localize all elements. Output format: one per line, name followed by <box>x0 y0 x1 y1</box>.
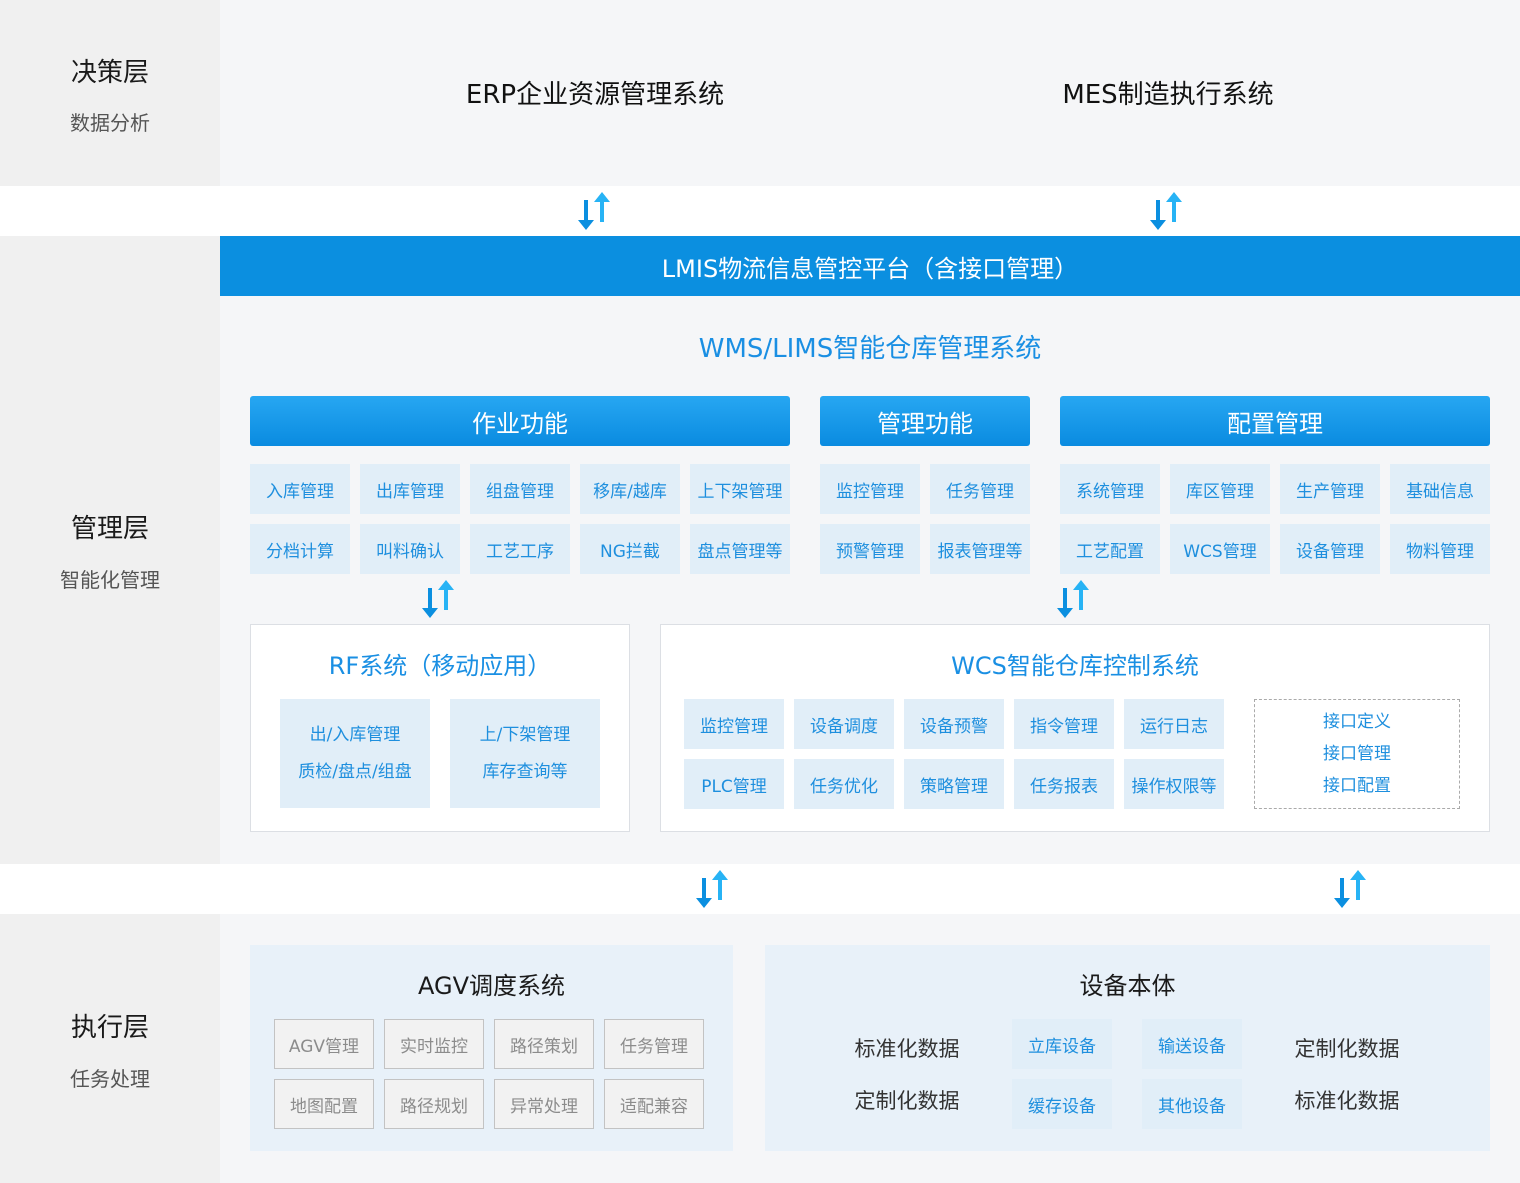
wcs-cell-permissions: 操作权限等 <box>1124 759 1224 809</box>
cfg-cell-wcs: WCS管理 <box>1170 524 1270 574</box>
rf-box-inbound-outbound: 出/入库管理 质检/盘点/组盘 <box>280 699 430 808</box>
equipment-buffer: 缓存设备 <box>1012 1079 1112 1129</box>
execution-layer-band <box>0 914 220 1183</box>
bidirectional-arrows-icon <box>1330 868 1374 910</box>
interface-management: 接口管理 <box>1323 744 1391 764</box>
wcs-cell-commands: 指令管理 <box>1014 699 1114 749</box>
decision-layer-name: 决策层 <box>70 57 149 88</box>
wcs-cell-task-report: 任务报表 <box>1014 759 1114 809</box>
equipment-left-custom: 定制化数据 <box>854 1089 960 1113</box>
equipment-title: 设备本体 <box>1079 971 1176 1000</box>
wcs-cell-strategy: 策略管理 <box>904 759 1004 809</box>
decision-layer-sub: 数据分析 <box>70 110 150 135</box>
rf-box1-line2: 质检/盘点/组盘 <box>298 761 412 782</box>
equipment-stacker: 立库设备 <box>1012 1019 1112 1069</box>
cfg-cell-process-config: 工艺配置 <box>1060 524 1160 574</box>
agv-cell-compat: 适配兼容 <box>604 1079 704 1129</box>
management-functions-header: 管理功能 <box>820 396 1030 446</box>
interface-configuration: 接口配置 <box>1323 776 1391 796</box>
op-cell-call-confirm: 叫料确认 <box>360 524 460 574</box>
bidirectional-arrows-icon <box>574 190 618 232</box>
bidirectional-arrows-icon <box>418 578 462 620</box>
cfg-cell-production: 生产管理 <box>1280 464 1380 514</box>
op-cell-shelving: 上下架管理 <box>690 464 790 514</box>
agv-cell-map: 地图配置 <box>274 1079 374 1129</box>
op-cell-outbound: 出库管理 <box>360 464 460 514</box>
lmis-platform-bar: LMIS物流信息管控平台（含接口管理） <box>220 236 1520 296</box>
cfg-cell-system: 系统管理 <box>1060 464 1160 514</box>
wcs-cell-alerts: 设备预警 <box>904 699 1004 749</box>
execution-layer-name: 执行层 <box>70 1012 149 1043</box>
op-cell-palletizing: 组盘管理 <box>470 464 570 514</box>
op-cell-transfer: 移库/越库 <box>580 464 680 514</box>
wcs-system-title: WCS智能仓库控制系统 <box>951 651 1199 680</box>
decision-main-band <box>220 0 1520 186</box>
wcs-interface-box: 接口定义 接口管理 接口配置 <box>1254 699 1460 809</box>
wcs-cell-monitoring: 监控管理 <box>684 699 784 749</box>
wms-system-title: WMS/LIMS智能仓库管理系统 <box>698 333 1042 364</box>
decision-layer-band <box>0 0 220 186</box>
management-layer-name: 管理层 <box>70 513 149 544</box>
cfg-cell-basic-info: 基础信息 <box>1390 464 1490 514</box>
mgmt-cell-alerts: 预警管理 <box>820 524 920 574</box>
equipment-other: 其他设备 <box>1142 1079 1242 1129</box>
management-layer-sub: 智能化管理 <box>60 567 160 592</box>
bidirectional-arrows-icon <box>1053 578 1097 620</box>
erp-system-title: ERP企业资源管理系统 <box>465 79 725 110</box>
wcs-cell-logs: 运行日志 <box>1124 699 1224 749</box>
agv-cell-route: 路径规划 <box>384 1079 484 1129</box>
configuration-management-header: 配置管理 <box>1060 396 1490 446</box>
op-cell-inventory: 盘点管理等 <box>690 524 790 574</box>
mes-system-title: MES制造执行系统 <box>1062 79 1274 110</box>
rf-box2-line2: 库存查询等 <box>482 761 568 782</box>
rf-system-title: RF系统（移动应用） <box>328 651 552 680</box>
op-cell-grading: 分档计算 <box>250 524 350 574</box>
mgmt-cell-tasks: 任务管理 <box>930 464 1030 514</box>
mgmt-cell-reports: 报表管理等 <box>930 524 1030 574</box>
wcs-cell-plc: PLC管理 <box>684 759 784 809</box>
rf-box1-line1: 出/入库管理 <box>309 724 401 745</box>
equipment-left-standard: 标准化数据 <box>854 1037 960 1061</box>
mgmt-cell-monitoring: 监控管理 <box>820 464 920 514</box>
rf-box-shelving-query: 上/下架管理 库存查询等 <box>450 699 600 808</box>
equipment-right-standard: 标准化数据 <box>1294 1089 1400 1113</box>
op-cell-ng-intercept: NG拦截 <box>580 524 680 574</box>
management-layer-band <box>0 236 220 864</box>
agv-cell-path-plan: 路径策划 <box>494 1019 594 1069</box>
agv-cell-realtime: 实时监控 <box>384 1019 484 1069</box>
cfg-cell-material: 物料管理 <box>1390 524 1490 574</box>
agv-cell-tasks: 任务管理 <box>604 1019 704 1069</box>
op-cell-process: 工艺工序 <box>470 524 570 574</box>
agv-cell-management: AGV管理 <box>274 1019 374 1069</box>
wcs-cell-optimization: 任务优化 <box>794 759 894 809</box>
wcs-cell-dispatch: 设备调度 <box>794 699 894 749</box>
interface-definition: 接口定义 <box>1323 712 1391 732</box>
operation-functions-header: 作业功能 <box>250 396 790 446</box>
execution-layer-sub: 任务处理 <box>70 1066 150 1091</box>
equipment-panel <box>765 945 1490 1151</box>
bidirectional-arrows-icon <box>1146 190 1190 232</box>
agv-cell-exception: 异常处理 <box>494 1079 594 1129</box>
bidirectional-arrows-icon <box>692 868 736 910</box>
op-cell-inbound: 入库管理 <box>250 464 350 514</box>
agv-system-title: AGV调度系统 <box>417 971 565 1000</box>
cfg-cell-zone: 库区管理 <box>1170 464 1270 514</box>
rf-box2-line1: 上/下架管理 <box>479 724 571 745</box>
cfg-cell-equipment: 设备管理 <box>1280 524 1380 574</box>
equipment-conveyor: 输送设备 <box>1142 1019 1242 1069</box>
equipment-right-custom: 定制化数据 <box>1294 1037 1400 1061</box>
